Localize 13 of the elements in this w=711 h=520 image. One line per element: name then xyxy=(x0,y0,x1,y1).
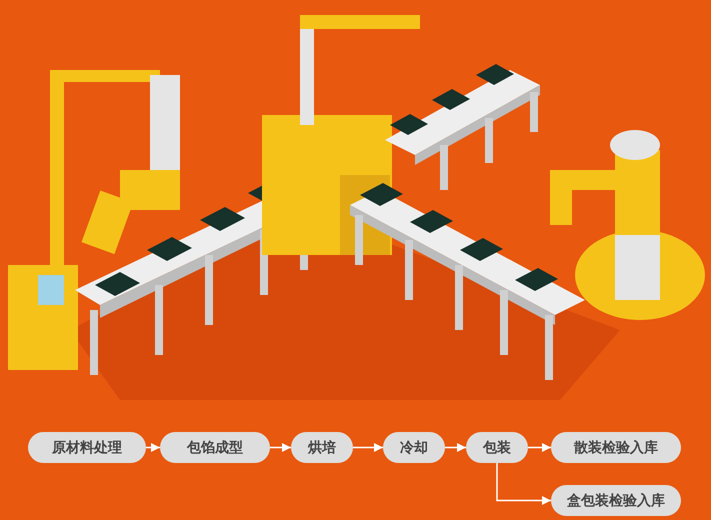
arrow xyxy=(146,443,160,452)
process-step: 烘培 xyxy=(291,432,353,463)
arrow xyxy=(353,443,383,452)
process-step: 包馅成型 xyxy=(160,432,270,463)
arrow xyxy=(270,443,291,452)
arrow xyxy=(445,443,466,452)
arrow xyxy=(528,443,551,452)
process-step: 原材料处理 xyxy=(28,432,146,463)
process-step: 盒包装检验入库 xyxy=(551,485,681,516)
process-step: 包装 xyxy=(466,432,528,463)
arrow xyxy=(496,463,551,505)
process-step: 冷却 xyxy=(383,432,445,463)
process-step: 散装检验入库 xyxy=(551,432,681,463)
